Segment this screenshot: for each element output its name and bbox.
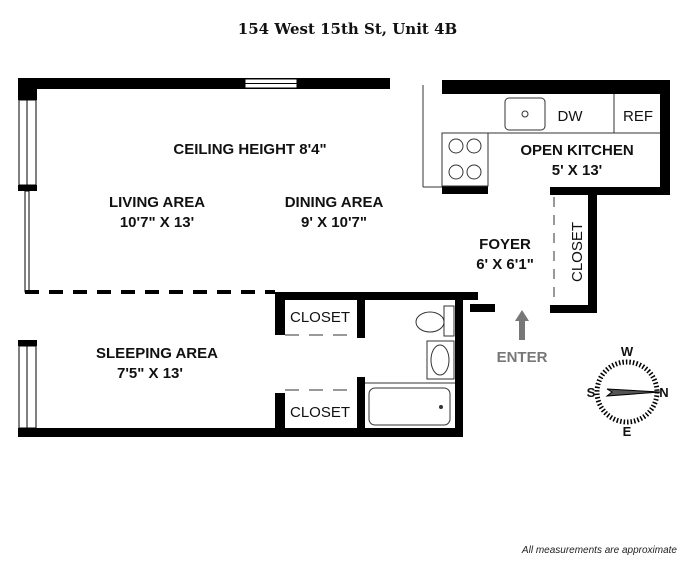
- bathtub-icon: [368, 387, 451, 426]
- dining-area-name: DINING AREA: [285, 194, 384, 211]
- lower-closet-label: CLOSET: [290, 404, 350, 421]
- toilet-icon: [415, 311, 445, 333]
- refrigerator-label: REF: [623, 108, 653, 125]
- kitchen-name: OPEN KITCHEN: [520, 142, 633, 159]
- compass-w: W: [621, 344, 634, 359]
- stove-icon: [448, 138, 482, 180]
- sink-icon: [430, 344, 450, 376]
- compass-s: S: [587, 385, 596, 400]
- dining-area-dims: 9' X 10'7": [301, 214, 367, 231]
- foyer-dims: 6' X 6'1": [476, 256, 534, 273]
- upper-closet-label: CLOSET: [290, 309, 350, 326]
- foyer-name: FOYER: [479, 236, 531, 253]
- kitchen-dims: 5' X 13': [552, 162, 603, 179]
- enter-label: ENTER: [497, 349, 548, 366]
- windows: [18, 78, 298, 429]
- sleeping-area-dims: 7'5" X 13': [117, 365, 183, 382]
- sleeping-area-name: SLEEPING AREA: [96, 345, 218, 362]
- ceiling-height-label: CEILING HEIGHT 8'4": [173, 141, 326, 158]
- dishwasher-label: DW: [558, 108, 584, 125]
- foyer-closet-label: CLOSET: [569, 222, 586, 282]
- entry-arrow-icon: [515, 310, 529, 340]
- living-area-name: LIVING AREA: [109, 194, 205, 211]
- compass-icon: W N E S: [587, 344, 669, 439]
- floor-plan-title: 154 West 15th St, Unit 4B: [237, 20, 458, 38]
- compass-e: E: [623, 424, 632, 439]
- living-area-dims: 10'7" X 13': [120, 214, 194, 231]
- kitchen-fixtures: [422, 85, 660, 188]
- walls: [18, 78, 670, 437]
- dashed-lines: [25, 197, 555, 391]
- sink: [504, 97, 546, 131]
- compass-n: N: [659, 385, 668, 400]
- bath-fixtures: [365, 305, 455, 426]
- measurement-disclaimer: All measurements are approximate: [521, 545, 677, 556]
